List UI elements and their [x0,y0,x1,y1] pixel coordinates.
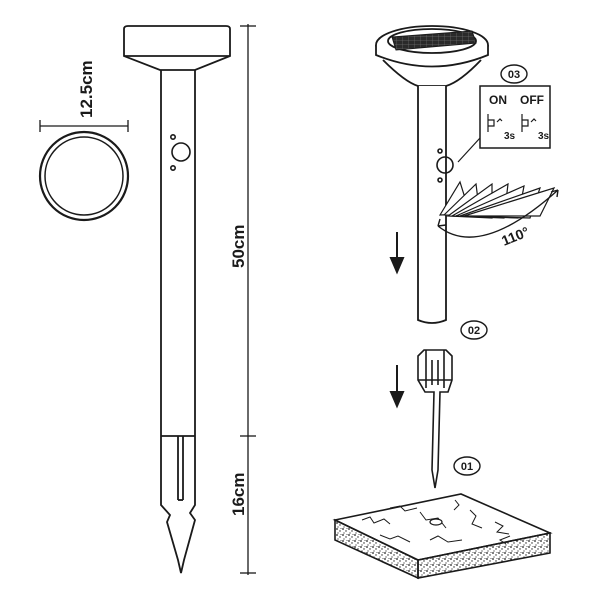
switch-on-label: ON [489,93,507,107]
pir-sensor-right [436,148,454,183]
diameter-dimension: 12.5cm [39,60,129,132]
angle-label: 110° [499,223,531,248]
press-icon-on [487,114,495,132]
switch-on-time: 3s [504,131,516,142]
pole-right [417,86,447,324]
step-03-label: 03 [508,69,520,81]
detection-fan [438,180,556,219]
step-01-label: 01 [461,461,473,473]
step-02-marker: 02 [460,320,488,340]
length-dimensions [240,24,256,575]
arrow-down-icon-2 [389,365,405,409]
callout-line [457,137,481,163]
ground-stake [417,349,453,489]
switch-box: ON OFF 3s 3s [479,85,551,149]
arrow-down-icon [389,232,405,275]
switch-off-time: 3s [538,131,550,142]
step-02-label: 02 [468,325,480,337]
solar-panel [391,30,477,51]
press-icon-off [521,114,529,132]
pir-sensor-side [170,134,191,172]
angle-arc [437,189,559,238]
ground-block [332,493,553,580]
diameter-label: 12.5cm [77,60,96,118]
step-03-marker: 03 [500,64,528,84]
cap-top-view [38,130,130,222]
lamp-side-view [123,25,231,574]
switch-off-label: OFF [520,93,544,107]
step-01-marker: 01 [453,456,481,476]
stake-length-label: 16cm [229,473,248,516]
body-length-label: 50cm [229,225,248,268]
